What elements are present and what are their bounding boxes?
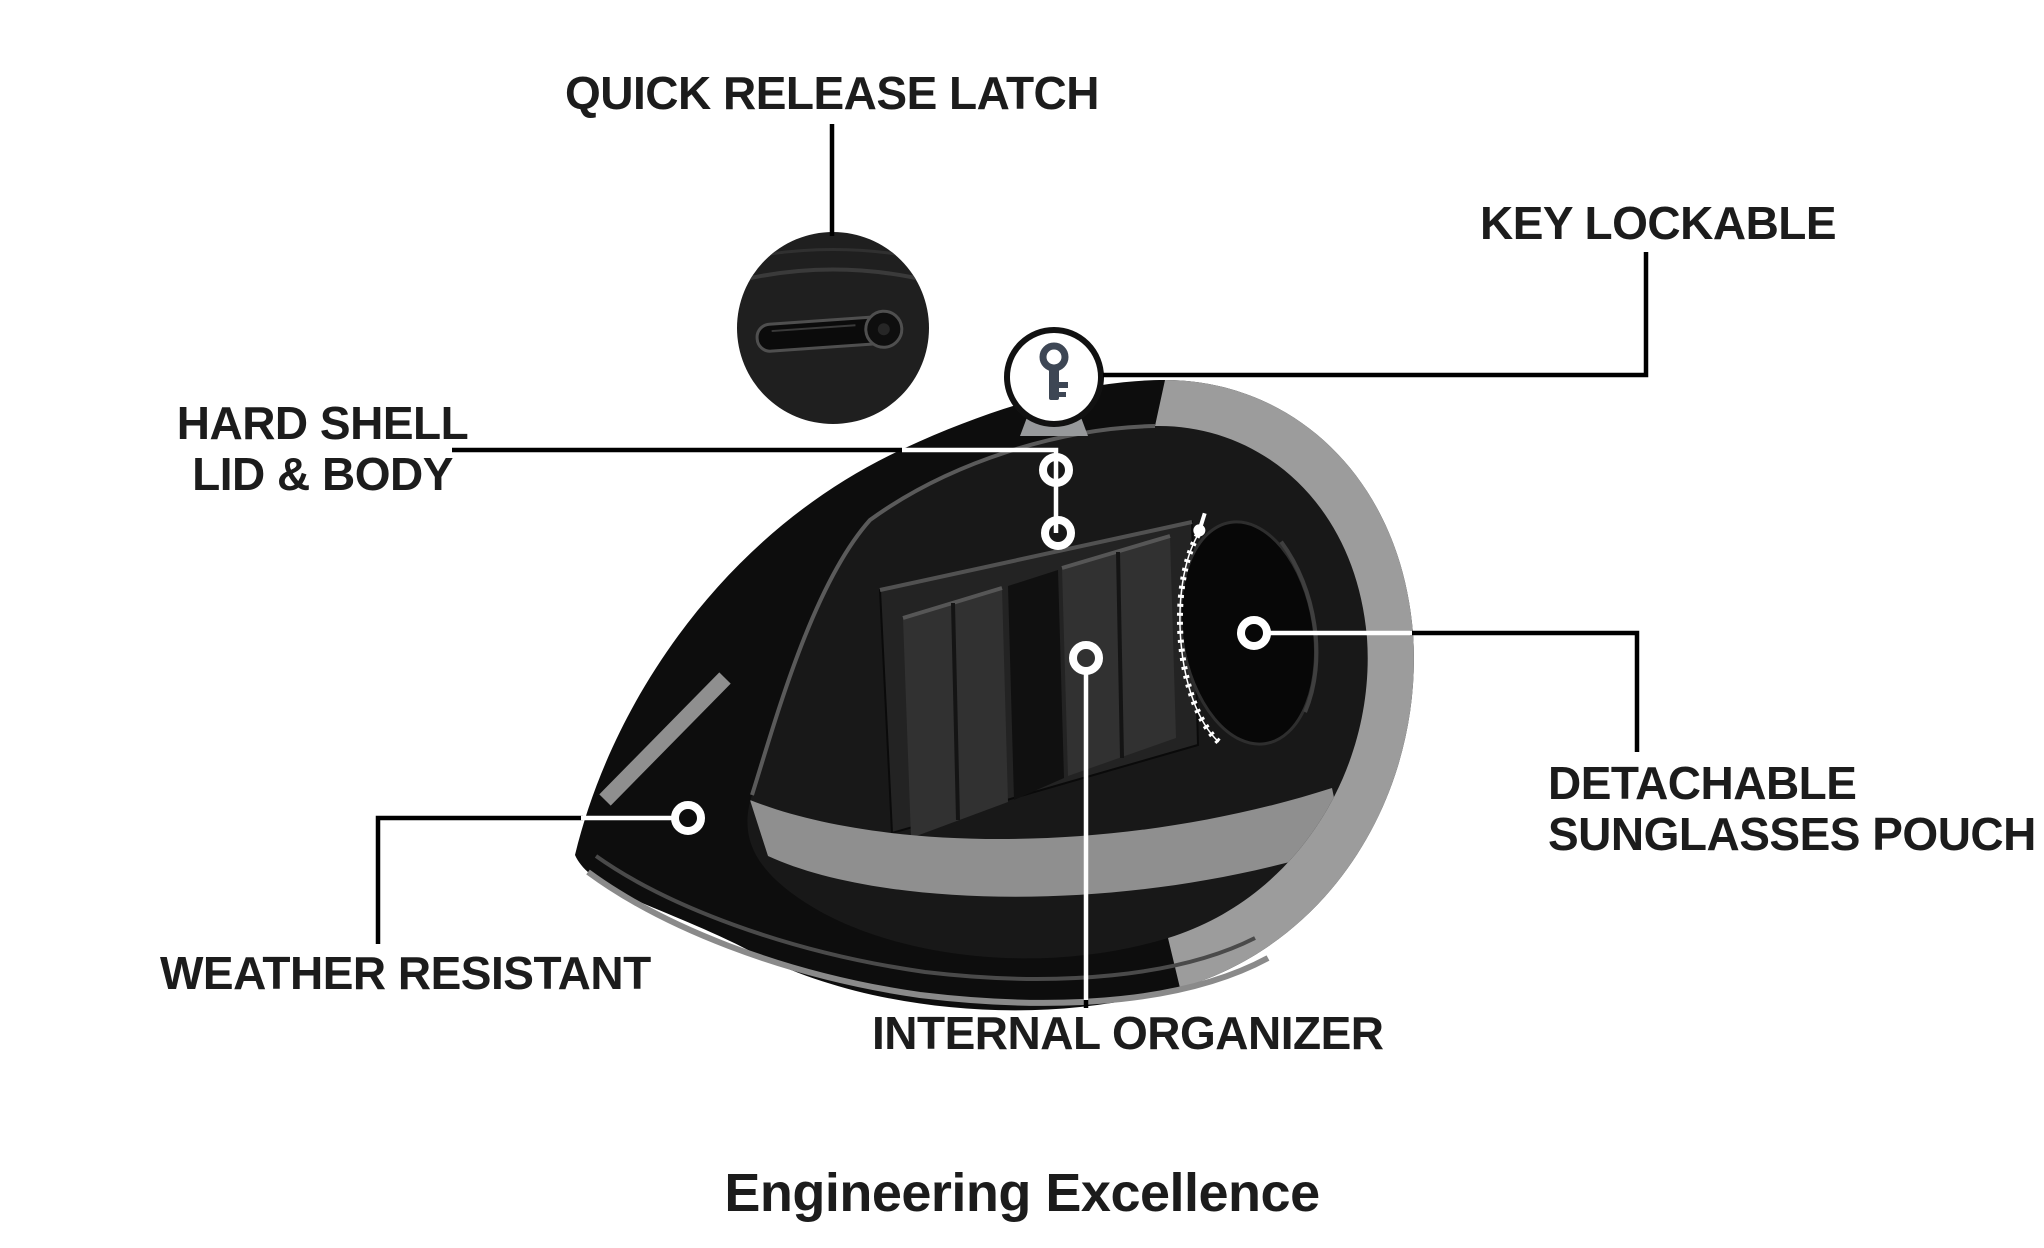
weather-resistant-marker bbox=[671, 801, 705, 835]
hard-shell-lid-marker bbox=[1039, 453, 1073, 487]
internal-organizer-pockets bbox=[750, 520, 1344, 897]
opening-rim-highlight bbox=[750, 424, 1156, 796]
interior-bottom-band bbox=[750, 788, 1344, 897]
bottom-piping-inner bbox=[594, 854, 1256, 981]
latch-seam-line-1 bbox=[737, 267, 929, 283]
saddlebag-illustration bbox=[575, 380, 1414, 1011]
label-detachable-line2: SUNGLASSES POUCH bbox=[1548, 807, 2036, 860]
organizer-pocket-right-edge bbox=[1061, 534, 1171, 570]
label-key-lockable: KEY LOCKABLE bbox=[1480, 197, 1837, 249]
label-detachable-line1: DETACHABLE bbox=[1548, 757, 1857, 809]
zipper-pull-tab bbox=[1197, 512, 1207, 531]
organizer-pocket-right-crease bbox=[1116, 551, 1124, 759]
sunglasses-pouch-connector bbox=[1410, 630, 1640, 752]
latch-detail-inset bbox=[737, 232, 929, 424]
label-hard-shell-line1: HARD SHELL bbox=[176, 397, 469, 449]
organizer-gap bbox=[1008, 570, 1064, 800]
key-icon bbox=[1039, 342, 1069, 400]
organizer-pocket-left-crease bbox=[951, 602, 960, 821]
organizer-back-edge bbox=[879, 520, 1193, 592]
lid-rim bbox=[1155, 380, 1414, 988]
sunglasses-pouch bbox=[1177, 512, 1319, 746]
bottom-piping-outer bbox=[586, 869, 1270, 1006]
internal-organizer-marker bbox=[1069, 641, 1103, 675]
label-detachable-sunglasses-pouch: DETACHABLE SUNGLASSES POUCH bbox=[1548, 758, 2036, 859]
label-internal-organizer: INTERNAL ORGANIZER bbox=[872, 1007, 1384, 1059]
label-weather-resistant: WEATHER RESISTANT bbox=[160, 947, 651, 999]
quick-release-latch-icon bbox=[755, 309, 904, 353]
hard-shell-body-marker bbox=[1041, 516, 1075, 550]
lid-stripe bbox=[599, 672, 731, 806]
label-quick-release-latch: QUICK RELEASE LATCH bbox=[565, 67, 1100, 119]
zipper-track bbox=[1179, 534, 1220, 743]
weather-resistant-connector bbox=[375, 815, 583, 944]
sunglasses-pouch-marker bbox=[1237, 616, 1271, 650]
label-hard-shell-line2: LID & BODY bbox=[192, 447, 453, 500]
organizer-pocket-left-edge bbox=[902, 586, 1003, 620]
label-hard-shell: HARD SHELL LID & BODY bbox=[150, 398, 495, 499]
pouch-highlight bbox=[1279, 540, 1319, 713]
page-title: Engineering Excellence bbox=[724, 1163, 1320, 1223]
key-detail-inset bbox=[1004, 327, 1104, 436]
hard-shell-connector-inner bbox=[902, 447, 1059, 533]
key-lockable-connector bbox=[1103, 252, 1649, 378]
